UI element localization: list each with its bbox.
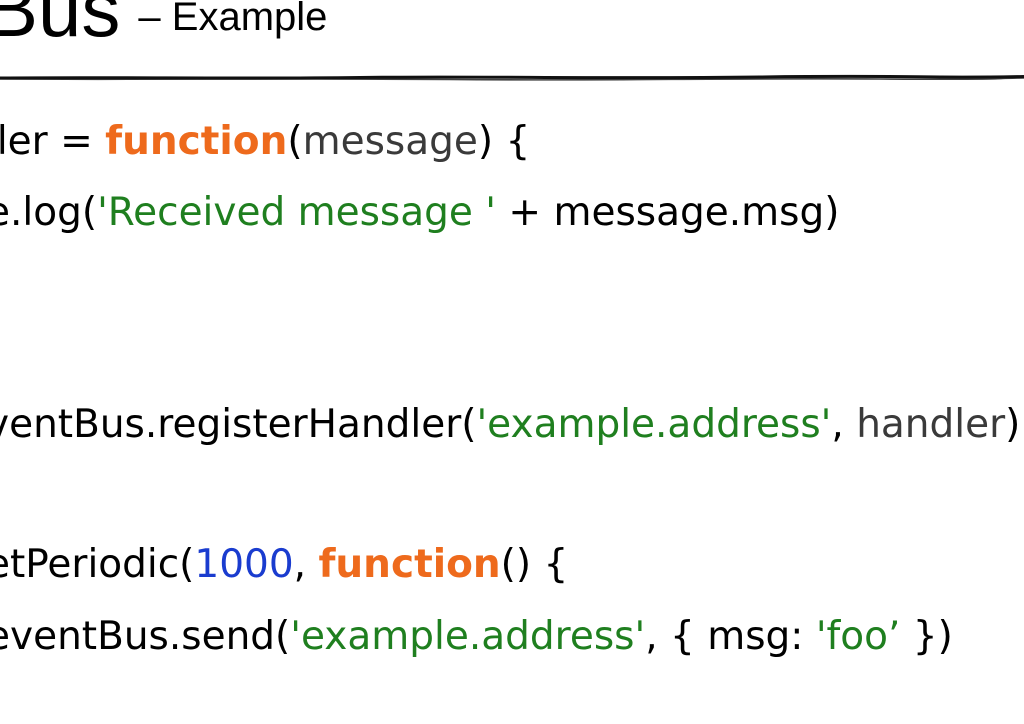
string-literal: 'example.address' bbox=[290, 614, 646, 659]
string-literal: 'foo’ bbox=[815, 614, 901, 659]
code-line-3: ventBus.registerHandler('example.address… bbox=[0, 400, 1020, 450]
keyword-function: function bbox=[318, 542, 501, 587]
code-text: , bbox=[831, 402, 857, 447]
code-text: , { msg: bbox=[645, 614, 816, 659]
code-line-5: eventBus.send('example.address', { msg: … bbox=[0, 612, 953, 662]
identifier-handler: handler bbox=[856, 402, 1006, 447]
code-text: ller = bbox=[0, 119, 93, 164]
code-line-1: ller = function(message) { bbox=[0, 117, 530, 167]
title-underline bbox=[0, 74, 1024, 81]
string-literal: 'Received message ' bbox=[97, 190, 497, 235]
slide-title: Bus– Example bbox=[0, 0, 327, 48]
code-text: () { bbox=[500, 542, 569, 587]
code-block: ller = function(message) { e.log('Receiv… bbox=[0, 117, 1020, 659]
code-line-4: etPeriodic(1000, function() { bbox=[0, 540, 568, 590]
code-text: e.log( bbox=[0, 190, 98, 235]
slide-title-main: Bus bbox=[0, 0, 121, 53]
slide-title-sub: – Example bbox=[138, 0, 328, 39]
code-text: ) bbox=[1005, 402, 1021, 447]
code-text: ) { bbox=[477, 119, 531, 164]
code-line-2: e.log('Received message ' + message.msg) bbox=[0, 188, 839, 238]
param-message: message bbox=[302, 119, 478, 164]
code-text: eventBus.send( bbox=[0, 614, 291, 659]
code-text: etPeriodic( bbox=[0, 542, 195, 587]
code-text: ( bbox=[287, 119, 303, 164]
code-text: ventBus.registerHandler( bbox=[0, 402, 477, 447]
number-literal: 1000 bbox=[194, 542, 294, 587]
string-literal: 'example.address' bbox=[476, 402, 832, 447]
code-text: , bbox=[293, 542, 319, 587]
keyword-function: function bbox=[105, 119, 288, 164]
code-text: + message.msg) bbox=[496, 190, 840, 235]
code-text: }) bbox=[900, 614, 953, 659]
